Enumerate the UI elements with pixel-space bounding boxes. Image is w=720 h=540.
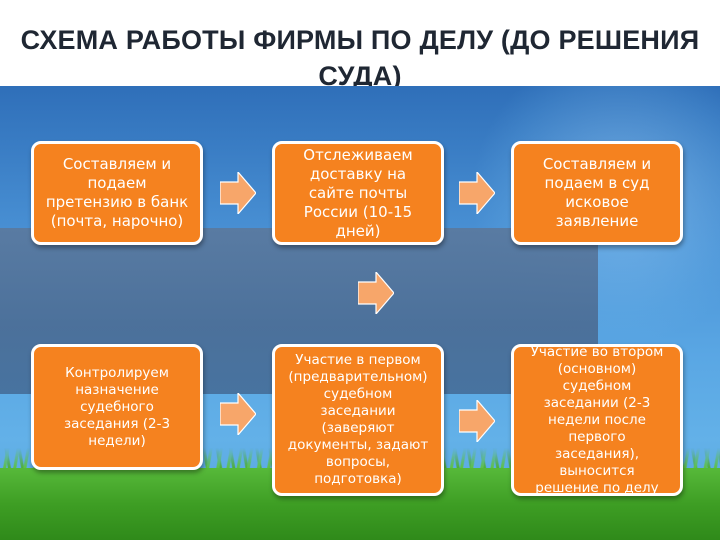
step-box-3: Составляем и подаем в суд исковое заявле… (511, 141, 683, 245)
step-box-4: Контролируем назначение судебного заседа… (31, 344, 203, 470)
arrow-right-icon (459, 172, 495, 214)
slide-title-line1: СХЕМА РАБОТЫ ФИРМЫ ПО ДЕЛУ (ДО РЕШЕНИЯ (20, 25, 700, 55)
arrow-right-icon (220, 393, 256, 435)
step-box-2: Отслеживаем доставку на сайте почты Росс… (272, 141, 444, 245)
arrow-right-icon (358, 272, 394, 314)
step-text-1: Составляем и подаем претензию в банк (по… (45, 155, 189, 230)
step-box-6: Участие во втором (основном) судебном за… (511, 344, 683, 496)
step-text-4: Контролируем назначение судебного заседа… (63, 364, 171, 449)
arrow-right-icon (459, 400, 495, 442)
arrow-right-icon (220, 172, 256, 214)
step-text-2: Отслеживаем доставку на сайте почты Росс… (303, 145, 413, 240)
step-box-1: Составляем и подаем претензию в банк (по… (31, 141, 203, 245)
step-text-3: Составляем и подаем в суд исковое заявле… (542, 155, 652, 230)
slide-title: СХЕМА РАБОТЫ ФИРМЫ ПО ДЕЛУ (ДО РЕШЕНИЯ С… (10, 22, 710, 94)
step-text-5: Участие в первом (предварительном) судеб… (287, 352, 429, 487)
step-text-6: Участие во втором (основном) судебном за… (530, 343, 664, 496)
title-band (0, 0, 720, 86)
step-box-5: Участие в первом (предварительном) судеб… (272, 344, 444, 496)
